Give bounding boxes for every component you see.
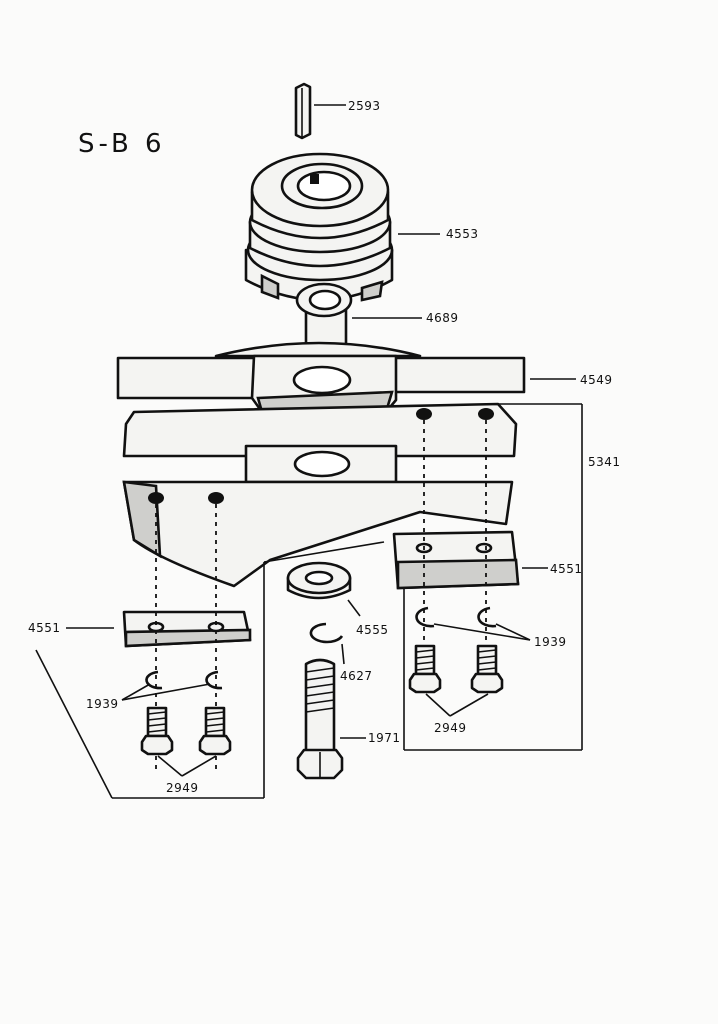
clamp-plate-left bbox=[122, 610, 252, 648]
clamp-plate-right bbox=[392, 530, 520, 590]
circlip-left-1 bbox=[145, 670, 163, 690]
leader-bolts-left-1 bbox=[157, 755, 183, 777]
washer-part bbox=[286, 561, 352, 600]
bolt-left-1 bbox=[140, 706, 174, 756]
circlip-left-2 bbox=[205, 670, 223, 690]
label-assembly: 5341 bbox=[588, 455, 621, 469]
leader-bolts-right-2 bbox=[449, 693, 489, 717]
label-circlip-right: 1939 bbox=[534, 635, 567, 649]
bolt-right-2 bbox=[470, 644, 504, 694]
leader-circlip-right-2 bbox=[495, 623, 531, 641]
bolt-left-2 bbox=[198, 706, 232, 756]
leader-bolts-left-2 bbox=[181, 755, 217, 777]
circlip-right-2 bbox=[477, 606, 497, 628]
blade-part bbox=[116, 341, 526, 414]
bushing-part bbox=[295, 282, 353, 353]
leader-washer bbox=[347, 599, 361, 617]
circlip-right-1 bbox=[415, 606, 435, 628]
label-clamp-right: 4551 bbox=[550, 562, 583, 576]
bolt-right-1 bbox=[408, 644, 442, 694]
key-part bbox=[294, 82, 312, 140]
leader-circlip-left-2 bbox=[121, 683, 211, 701]
label-key: 2593 bbox=[348, 99, 381, 113]
label-washer: 4555 bbox=[356, 623, 389, 637]
label-bolts-left: 2949 bbox=[166, 781, 199, 795]
leader-circlip-left-1 bbox=[121, 683, 151, 701]
leader-bolts-right-1 bbox=[425, 693, 451, 717]
label-pulley: 4553 bbox=[446, 227, 479, 241]
label-bushing: 4689 bbox=[426, 311, 459, 325]
leader-circlip-center bbox=[341, 643, 345, 665]
diagram-title: S-B 6 bbox=[78, 129, 166, 159]
label-bolts-right: 2949 bbox=[434, 721, 467, 735]
circlip-center bbox=[309, 622, 344, 644]
label-clamp-left: 4551 bbox=[28, 621, 61, 635]
holder-plate-lower bbox=[122, 480, 514, 588]
leader-circlip-right-1 bbox=[433, 623, 531, 641]
pulley-part bbox=[244, 152, 394, 302]
label-circlip-center: 4627 bbox=[340, 669, 373, 683]
bolt-center bbox=[296, 658, 344, 780]
label-blade: 4549 bbox=[580, 373, 613, 387]
label-bolt-center: 1971 bbox=[368, 731, 401, 745]
label-circlip-left: 1939 bbox=[86, 697, 119, 711]
holder-plate-upper bbox=[122, 402, 518, 484]
